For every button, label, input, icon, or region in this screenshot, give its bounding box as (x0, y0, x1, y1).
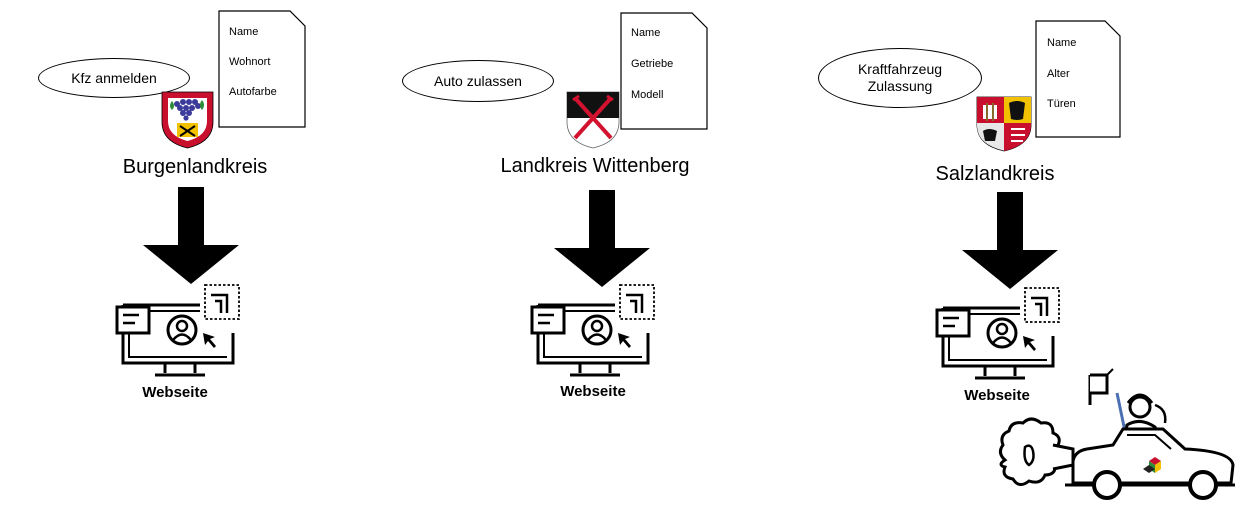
field-label: Wohnort (229, 56, 271, 68)
salzlandkreis-crest-icon (976, 96, 1032, 152)
field-document-2: Name Getriebe Modell (620, 12, 708, 130)
website-label-3: Webseite (964, 387, 1030, 404)
down-arrow-icon (143, 187, 239, 284)
website-label-2: Webseite (560, 383, 626, 400)
website-monitor-icon (530, 284, 655, 377)
document-icon (620, 12, 708, 130)
district-name-2: Landkreis Wittenberg (500, 155, 690, 177)
person-driving-car-icon (998, 368, 1235, 500)
field-label: Türen (1047, 98, 1076, 110)
service-ellipse-3: Kraftfahrzeug Zulassung (818, 48, 982, 108)
district-name-1: Burgenlandkreis (122, 156, 268, 178)
document-icon (218, 10, 306, 128)
down-arrow-icon (962, 192, 1058, 289)
service-name-3-line1: Kraftfahrzeug (857, 61, 943, 77)
field-label: Alter (1047, 68, 1070, 80)
burgenlandkreis-crest-icon (161, 91, 214, 149)
wittenberg-crest-icon (566, 91, 620, 149)
document-icon (1035, 20, 1121, 138)
website-label-1: Webseite (142, 384, 208, 401)
down-arrow-icon (554, 190, 650, 287)
website-monitor-icon (115, 284, 240, 377)
field-document-3: Name Alter Türen (1035, 20, 1121, 138)
service-ellipse-2: Auto zulassen (402, 60, 554, 102)
service-ellipse-1: Kfz anmelden (38, 58, 190, 98)
field-label: Autofarbe (229, 86, 277, 98)
field-label: Modell (631, 89, 664, 101)
field-label: Name (1047, 37, 1077, 49)
service-name-3-line2: Zulassung (867, 78, 933, 94)
field-label: Name (631, 27, 661, 39)
service-name-2: Auto zulassen (434, 72, 522, 89)
field-document-1: Name Wohnort Autofarbe (218, 10, 306, 128)
district-name-3: Salzlandkreis (935, 163, 1055, 185)
service-name-1: Kfz anmelden (71, 69, 157, 86)
service-name-3: Kraftfahrzeug Zulassung (858, 61, 942, 95)
website-monitor-icon (935, 287, 1060, 380)
field-label: Name (229, 26, 259, 38)
field-label: Getriebe (631, 58, 674, 70)
